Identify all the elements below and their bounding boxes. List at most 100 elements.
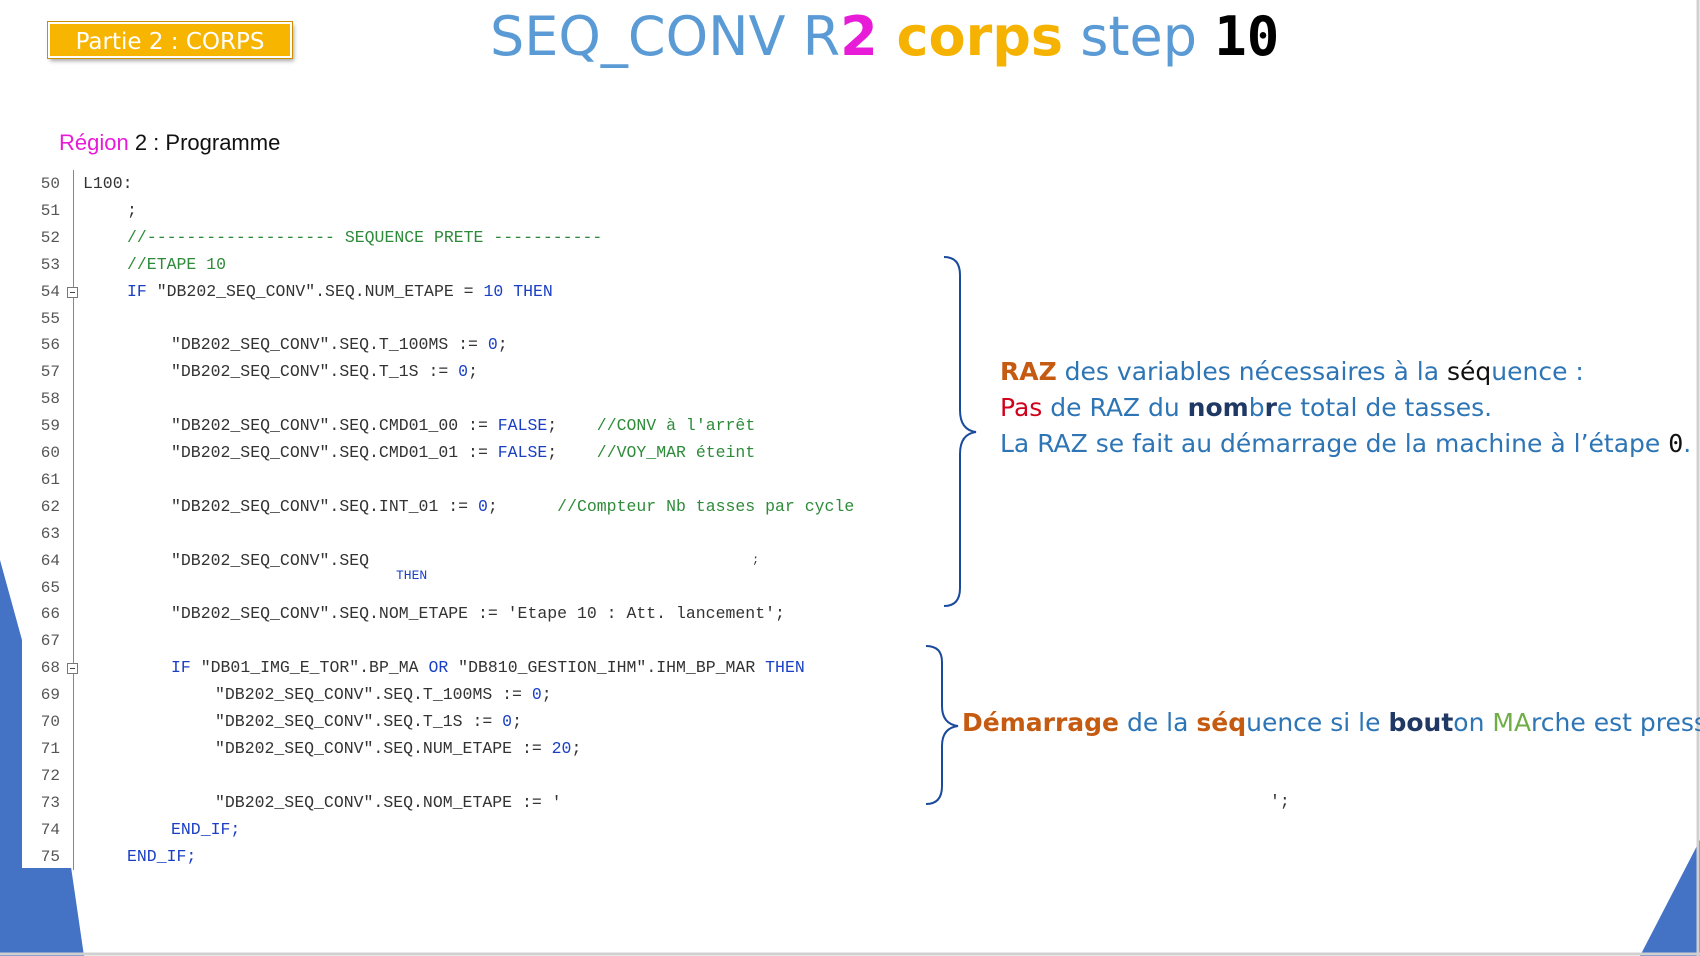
line-number: 73 <box>40 793 60 812</box>
fold-toggle-line-68[interactable] <box>67 663 78 674</box>
note1-l2f: e total de tasses. <box>1276 393 1493 422</box>
code-line: "DB202_SEQ_CONV".SEQ.NOM_ETAPE := 'Etape… <box>171 604 785 623</box>
code-token: ; <box>512 712 522 731</box>
note1-l3b: 0 <box>1668 429 1684 458</box>
code-token: 0 <box>531 685 542 705</box>
line-number: 66 <box>40 605 60 624</box>
note2-e: bout <box>1388 708 1454 737</box>
code-line: "DB202_SEQ_CONV".SEQ <box>171 551 369 570</box>
note1-l2a: Pas <box>1000 393 1043 422</box>
line-number: 54 <box>40 282 60 301</box>
code-token: IF <box>127 281 157 301</box>
code-token: "DB202_SEQ_CONV".SEQ.T_100MS := <box>171 335 488 355</box>
note1-l2e: r <box>1264 393 1277 422</box>
slide-title: SEQ_CONV R2 corps step 10 <box>490 2 1279 72</box>
gutter-divider <box>73 170 74 870</box>
brace-bottom <box>925 645 959 805</box>
right-blue-shape <box>1640 840 1700 956</box>
line-number: 68 <box>40 659 60 678</box>
note1-l1d: uence : <box>1491 357 1584 386</box>
code-token: ; <box>541 685 552 705</box>
section-badge: Partie 2 : CORPS <box>48 22 292 58</box>
code-token: L100: <box>83 174 133 193</box>
code-line: "DB202_SEQ_CONV".SEQ.NUM_ETAPE := 20; <box>215 739 581 758</box>
title-part-1: SEQ_CONV R <box>490 5 841 68</box>
code-token: FALSE <box>497 443 548 462</box>
note1-l2b: de RAZ du <box>1042 393 1188 422</box>
title-part-3: corps <box>877 5 1064 68</box>
code-line: L100: <box>83 174 133 193</box>
code-token: "DB810_GESTION_IHM".IHM_BP_MAR <box>448 658 766 678</box>
left-blue-shape <box>0 560 84 956</box>
line-number: 59 <box>40 417 60 436</box>
code-token: "DB01_IMG_E_TOR".BP_MA <box>200 658 429 678</box>
note1-l1b: des variables nécessaires à la <box>1056 357 1447 386</box>
code-token: "DB202_SEQ_CONV".SEQ.INT_01 := <box>171 496 478 516</box>
code-panel <box>22 168 977 868</box>
code-line: "DB202_SEQ_CONV".SEQ.INT_01 := 0; //Comp… <box>171 497 854 516</box>
code-token: ; <box>497 335 508 355</box>
region-label: Région 2 : Programme <box>59 130 280 156</box>
line-number: 56 <box>40 336 60 355</box>
note1-l1c: séq <box>1446 357 1492 386</box>
fold-toggle-line-54[interactable] <box>67 287 78 298</box>
line-number: 74 <box>40 820 60 839</box>
code-token: "DB202_SEQ_CONV".SEQ.T_1S := <box>215 712 503 731</box>
note-raz-line-2: Pas de RAZ du nombre total de tasses. <box>1000 393 1492 422</box>
code-line: ; <box>127 201 137 220</box>
code-token: OR <box>428 658 449 678</box>
code-token: 0 <box>487 335 498 355</box>
code-token: FALSE <box>497 416 548 436</box>
code-line: "DB202_SEQ_CONV".SEQ.T_1S := 0; <box>215 712 522 731</box>
code-token: 20 <box>551 738 572 758</box>
code-token: //------------------- SEQUENCE PRETE ---… <box>127 227 603 247</box>
region-rest: 2 : Programme <box>128 130 281 155</box>
code-token: "DB202_SEQ_CONV".SEQ.T_100MS := <box>215 685 532 705</box>
line-number: 62 <box>40 497 60 516</box>
code-token: 0 <box>502 712 513 731</box>
code-semicolon-fragment: ; <box>752 553 760 567</box>
note2-d: uence si le <box>1246 708 1389 737</box>
note1-raz: RAZ <box>1000 357 1057 386</box>
code-token: THEN <box>503 281 553 301</box>
code-line: "DB202_SEQ_CONV".SEQ.T_1S := 0; <box>171 362 478 381</box>
code-line: "DB202_SEQ_CONV".SEQ.NOM_ETAPE := ' <box>215 793 562 812</box>
line-number: 67 <box>40 632 60 651</box>
line-number: 70 <box>40 713 60 731</box>
code-token: //VOY_MAR éteint <box>596 443 756 462</box>
line-number: 75 <box>40 847 60 866</box>
line-number: 64 <box>40 551 60 570</box>
code-token: 10 <box>483 281 504 301</box>
title-part-5: 10 <box>1214 5 1280 68</box>
note2-a: Démarrage <box>962 708 1120 737</box>
code-token: ; <box>547 416 597 436</box>
code-line: "DB202_SEQ_CONV".SEQ.CMD01_00 := FALSE; … <box>171 416 755 435</box>
code-then-fragment: THEN <box>396 568 428 583</box>
code-line: //ETAPE 10 <box>127 255 226 274</box>
line-number: 65 <box>40 578 60 597</box>
code-token: ; <box>547 443 597 462</box>
note-raz-line-3: La RAZ se fait au démarrage de la machin… <box>1000 429 1691 458</box>
line-number: 53 <box>40 255 60 274</box>
note-demarrage: Démarrage de la séquence si le bouton MA… <box>962 708 1700 737</box>
code-line: IF "DB202_SEQ_CONV".SEQ.NUM_ETAPE = 10 T… <box>127 282 553 301</box>
code-token: "DB202_SEQ_CONV".SEQ <box>171 550 370 570</box>
brace-top <box>943 256 977 607</box>
note1-l2c: nom <box>1187 393 1249 422</box>
note-raz-line-1: RAZ des variables nécessaires à la séque… <box>1000 357 1584 386</box>
code-token: 0 <box>458 362 469 382</box>
code-token: "DB202_SEQ_CONV".SEQ.T_1S := <box>171 362 459 382</box>
code-token: //CONV à l'arrêt <box>596 416 756 436</box>
code-token: ; <box>571 738 582 758</box>
code-line: //------------------- SEQUENCE PRETE ---… <box>127 228 602 247</box>
note1-l3c: . <box>1683 429 1692 458</box>
code-token: "DB202_SEQ_CONV".SEQ.NOM_ETAPE := 'Etape… <box>171 604 785 624</box>
line-number: 51 <box>40 201 60 220</box>
code-line: "DB202_SEQ_CONV".SEQ.T_100MS := 0; <box>215 685 552 704</box>
line-number: 58 <box>40 390 60 409</box>
region-word: Région <box>59 130 129 155</box>
code-token: "DB202_SEQ_CONV".SEQ.NUM_ETAPE = <box>156 281 484 301</box>
note2-g: MA <box>1492 708 1532 737</box>
code-token: //Compteur Nb tasses par cycle <box>557 496 855 516</box>
